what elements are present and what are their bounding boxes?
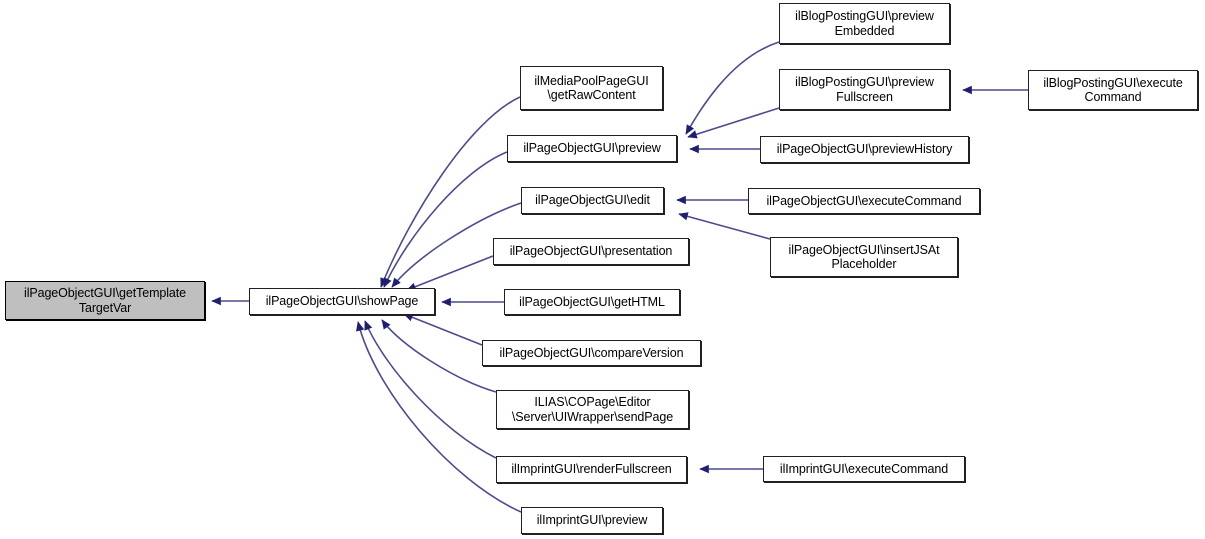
- graph-node-label: ilPageObjectGUI\edit: [535, 193, 650, 208]
- graph-node-renderFullscreen[interactable]: ilImprintGUI\renderFullscreen: [496, 456, 687, 483]
- graph-edge: [364, 320, 497, 459]
- graph-edge: [383, 151, 508, 288]
- graph-node-compareVersion[interactable]: ilPageObjectGUI\compareVersion: [482, 340, 701, 366]
- graph-node-label: ilPageObjectGUI\showPage: [265, 294, 419, 309]
- graph-node-preview[interactable]: ilPageObjectGUI\preview: [507, 135, 677, 162]
- graph-node-getRawContent[interactable]: ilMediaPoolPageGUI \getRawContent: [520, 66, 663, 110]
- graph-node-label: ilImprintGUI\executeCommand: [779, 461, 949, 476]
- graph-node-pageExecuteCommand[interactable]: ilPageObjectGUI\executeCommand: [748, 188, 980, 214]
- graph-node-previewEmbedded[interactable]: ilBlogPostingGUI\preview Embedded: [779, 3, 950, 44]
- graph-node-imprintPreview[interactable]: ilImprintGUI\preview: [521, 507, 663, 534]
- graph-node-imprintExecuteCommand[interactable]: ilImprintGUI\executeCommand: [763, 456, 965, 482]
- graph-node-blogExecuteCommand[interactable]: ilBlogPostingGUI\execute Command: [1028, 70, 1198, 110]
- graph-node-sendPage[interactable]: ILIAS\COPage\Editor \Server\UIWrapper\se…: [496, 390, 689, 429]
- graph-node-label: ilBlogPostingGUI\execute Command: [1043, 75, 1183, 105]
- graph-node-label: ilMediaPoolPageGUI \getRawContent: [534, 73, 649, 103]
- graph-node-presentation[interactable]: ilPageObjectGUI\presentation: [493, 238, 689, 265]
- graph-node-getTemplateTargetVar: ilPageObjectGUI\getTemplate TargetVar: [5, 281, 205, 320]
- graph-node-label: ILIAS\COPage\Editor \Server\UIWrapper\se…: [511, 395, 674, 424]
- graph-node-label: ilImprintGUI\preview: [536, 513, 648, 528]
- graph-edge: [403, 313, 483, 346]
- graph-node-label: ilBlogPostingGUI\preview Fullscreen: [795, 75, 934, 104]
- graph-node-label: ilPageObjectGUI\getHTML: [519, 294, 665, 309]
- graph-node-label: ilPageObjectGUI\compareVersion: [499, 345, 684, 360]
- graph-node-label: ilPageObjectGUI\previewHistory: [776, 142, 953, 157]
- graph-node-label: ilPageObjectGUI\presentation: [509, 244, 673, 259]
- graph-edge: [678, 212, 771, 240]
- graph-node-showPage[interactable]: ilPageObjectGUI\showPage: [249, 288, 435, 315]
- graph-node-insertJSAtPlaceholder[interactable]: ilPageObjectGUI\insertJSAt Placeholder: [770, 237, 958, 277]
- graph-node-previewFullscreen[interactable]: ilBlogPostingGUI\preview Fullscreen: [779, 69, 950, 110]
- graph-node-label: ilBlogPostingGUI\preview Embedded: [795, 9, 934, 38]
- graph-edge: [685, 41, 780, 135]
- graph-node-previewHistory[interactable]: ilPageObjectGUI\previewHistory: [760, 136, 969, 163]
- graph-node-label: ilImprintGUI\renderFullscreen: [511, 462, 672, 477]
- graph-node-label: ilPageObjectGUI\executeCommand: [766, 193, 962, 208]
- graph-node-label: ilPageObjectGUI\insertJSAt Placeholder: [788, 242, 940, 272]
- graph-node-edit[interactable]: ilPageObjectGUI\edit: [521, 187, 664, 214]
- graph-node-label: ilPageObjectGUI\getTemplate TargetVar: [24, 286, 186, 315]
- graph-edge: [687, 107, 780, 139]
- graph-node-getHTML[interactable]: ilPageObjectGUI\getHTML: [504, 289, 680, 315]
- graph-edge: [406, 255, 494, 291]
- graph-edge: [381, 319, 497, 393]
- graph-node-label: ilPageObjectGUI\preview: [523, 141, 661, 156]
